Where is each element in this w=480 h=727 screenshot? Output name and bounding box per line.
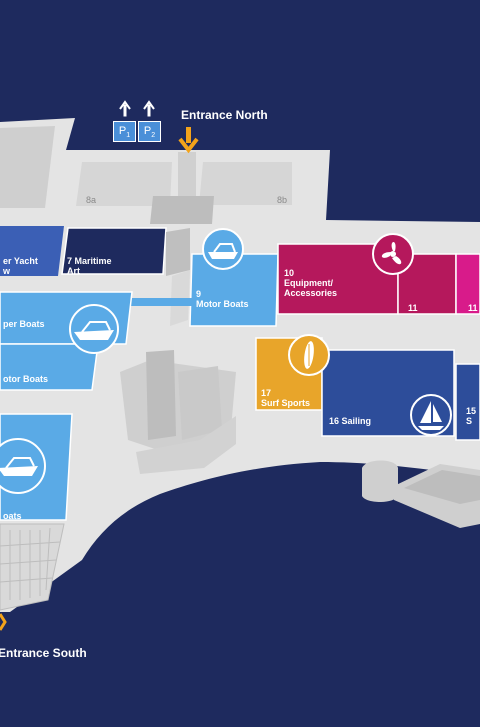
motorboat-icon-superboats [69, 304, 119, 354]
entrance-south-label[interactable]: Entrance South [0, 646, 87, 660]
sailboat-icon [410, 394, 452, 436]
connector-walkway [178, 152, 196, 196]
propeller-icon [372, 233, 414, 275]
tower-left [146, 350, 176, 440]
parking-p1-num: 1 [126, 132, 131, 140]
hall-15-shape [455, 363, 480, 441]
hall-9-label[interactable]: 9 Motor Boats [196, 289, 249, 309]
parking-p1-button[interactable]: P1 [113, 121, 136, 142]
arrow-south-icon [0, 613, 7, 631]
hall-11b-shape [455, 253, 480, 315]
hall-8b-label[interactable]: 8b [277, 195, 288, 205]
hall-motorboats-left-shape [0, 343, 99, 391]
arrow-down-icon [178, 127, 199, 154]
hall-11b-label[interactable]: 11 [468, 303, 478, 313]
hall-11a-label[interactable]: 11 [408, 303, 418, 313]
hall-8a-label[interactable]: 8a [86, 195, 97, 205]
hall-superyacht-label[interactable]: er Yacht w [3, 256, 38, 276]
round-building [362, 460, 398, 502]
hall-boats-label[interactable]: oats [3, 511, 22, 521]
pier-stairs [136, 416, 236, 474]
motorboat-icon-lower [0, 438, 46, 494]
hall-16-label[interactable]: 16 Sailing [329, 416, 372, 426]
hall-superboats-label[interactable]: per Boats [3, 319, 45, 329]
connector-building [150, 196, 214, 224]
hall-8a-shape [76, 162, 172, 206]
tower-right [178, 366, 222, 440]
hall-7-label[interactable]: 7 Maritime Art [67, 256, 112, 276]
parking-p2-button[interactable]: P2 [138, 121, 161, 142]
blue-bridge [130, 298, 192, 306]
marina-grid [0, 523, 65, 611]
low-building-roof [404, 470, 480, 504]
hall-7-shape [61, 227, 167, 275]
hall-10-label[interactable]: 10 Equipment/ Accessories [284, 268, 338, 298]
hall-17-label[interactable]: 17 Surf Sports [261, 388, 311, 408]
arrow-up-icon [119, 100, 155, 117]
tunnel [166, 228, 190, 276]
entrance-north-label[interactable]: Entrance North [181, 108, 268, 122]
hall-superyacht-shape [0, 226, 64, 276]
building-top-left [0, 126, 55, 208]
parking-p1-letter: P [118, 125, 127, 137]
hall-8b-shape [199, 162, 292, 205]
hall-15-label[interactable]: 15 S [466, 406, 477, 426]
parking-p2-num: 2 [151, 132, 156, 140]
surfboard-icon [288, 334, 330, 376]
hall-motorboats-label[interactable]: otor Boats [3, 374, 48, 384]
parking-p2-letter: P [143, 125, 152, 137]
motorboat-icon [202, 228, 244, 270]
